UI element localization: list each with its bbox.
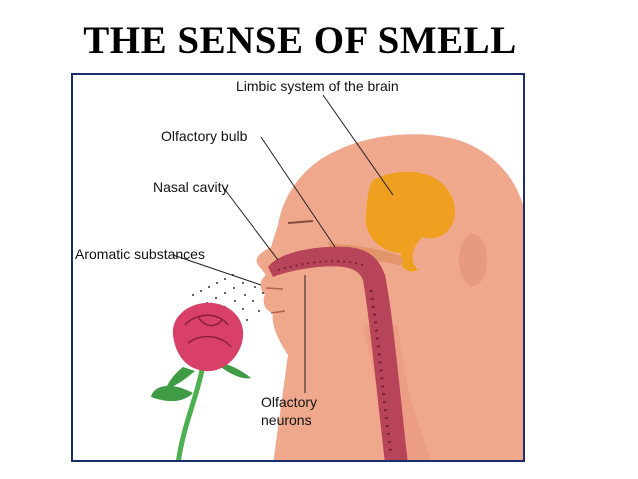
- eye: [287, 220, 314, 224]
- rose-sepal-right: [218, 363, 251, 379]
- diagram-frame: Limbic system of the brain Olfactory bul…: [71, 73, 525, 462]
- nasal-inner-line: [277, 260, 364, 271]
- lip-line: [265, 287, 284, 290]
- rose-leaf: [151, 385, 193, 402]
- leader-bulb: [260, 136, 336, 248]
- label-limbic-system: Limbic system of the brain: [236, 78, 399, 94]
- limbic-system: [365, 171, 455, 272]
- label-olfactory-neurons-2: neurons: [261, 412, 312, 428]
- label-aromatic-substances: Aromatic substances: [75, 246, 205, 262]
- rose-stem: [176, 364, 206, 460]
- head-silhouette: [256, 134, 523, 460]
- ear: [459, 234, 487, 286]
- nasal-cavity: [268, 246, 408, 460]
- neuron-dots: [369, 289, 393, 456]
- label-olfactory-neurons-1: Olfactory: [261, 394, 318, 410]
- leader-limbic: [322, 94, 394, 196]
- leader-nasal: [222, 186, 279, 261]
- rose-petal-detail: [184, 314, 232, 348]
- page-title: THE SENSE OF SMELL: [83, 19, 517, 62]
- diagram-illustration: [151, 94, 523, 460]
- label-nasal-cavity: Nasal cavity: [153, 179, 229, 195]
- rose-sepal: [165, 367, 195, 390]
- leader-lines: [172, 94, 394, 393]
- label-olfactory-bulb: Olfactory bulb: [161, 128, 248, 144]
- leader-aromatic: [172, 254, 262, 286]
- chin-line: [270, 310, 286, 314]
